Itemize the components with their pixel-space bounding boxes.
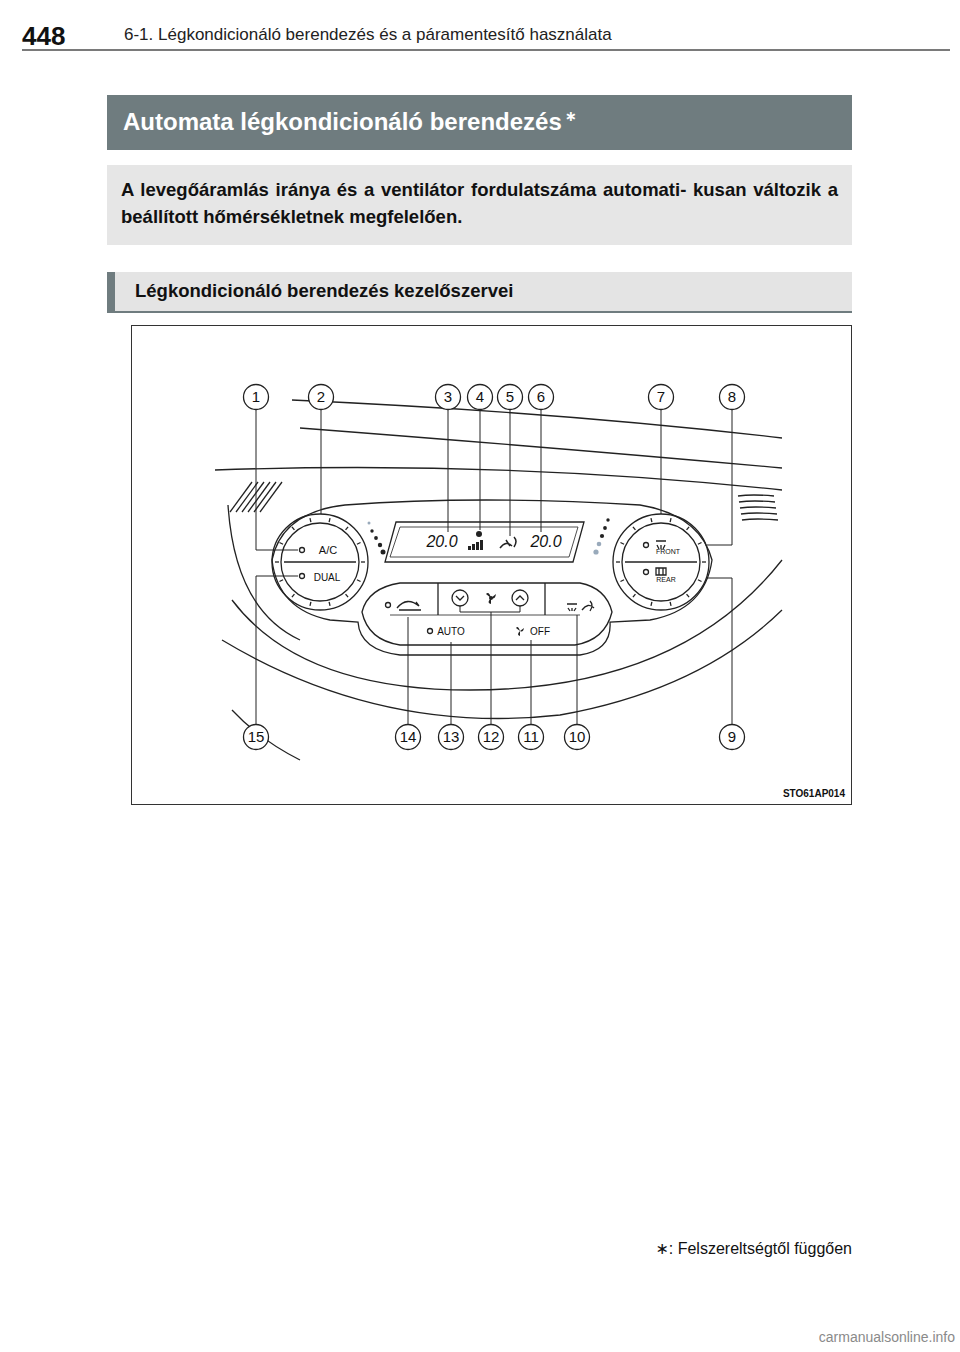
callout-number: 5 xyxy=(506,389,514,406)
button-label: DUAL xyxy=(314,572,341,583)
section-heading: Légkondicionáló berendezés kezelőszervei xyxy=(107,272,852,313)
display-reading: 20.0 xyxy=(426,533,457,551)
button-label: AUTO xyxy=(437,626,465,637)
title-band: Automata légkondicionáló berendezés∗ xyxy=(107,95,852,150)
node-text: Légkondicionáló berendezés kezelőszervei xyxy=(135,280,513,301)
footnote: ∗: Felszereltségtől függően xyxy=(655,1240,852,1258)
figure-frame xyxy=(132,326,852,805)
callout-circle xyxy=(649,385,674,410)
callout-number: 9 xyxy=(728,729,736,746)
dashboard-illustration xyxy=(215,385,782,761)
callout-number: 7 xyxy=(657,389,665,406)
button-label: FRONT xyxy=(656,548,680,556)
callout-number: 8 xyxy=(728,389,736,406)
callout-number: 4 xyxy=(476,389,484,406)
callout-circle xyxy=(436,385,461,410)
callout-circle xyxy=(396,725,421,750)
display-reading: 20.0 xyxy=(530,533,561,551)
button-label: REAR xyxy=(656,576,675,584)
intro-box: A levegőáramlás iránya és a ventilátor f… xyxy=(107,165,852,245)
callout-circle xyxy=(439,725,464,750)
figure-code: STO61AP014 xyxy=(783,788,845,799)
callout-circle xyxy=(720,385,745,410)
callout-circle xyxy=(244,725,269,750)
callout-number: 3 xyxy=(444,389,452,406)
callout-number: 1 xyxy=(252,389,260,406)
callout-number: 15 xyxy=(248,729,265,746)
callout-circle xyxy=(309,385,334,410)
callout-number: 6 xyxy=(537,389,545,406)
callout-circle xyxy=(720,725,745,750)
chapter-heading: 6-1. Légkondicionáló berendezés és a pár… xyxy=(124,26,612,45)
callout-number: 11 xyxy=(523,729,539,746)
callout-circle xyxy=(519,725,544,750)
button-label: A/C xyxy=(319,544,337,556)
page-number: 448 xyxy=(22,22,65,51)
callout-circle xyxy=(498,385,523,410)
callout-circle xyxy=(468,385,493,410)
footnote-mark: ∗ xyxy=(565,108,577,124)
node-text: A levegőáramlás iránya és a ventilátor f… xyxy=(121,179,838,227)
callout-circle xyxy=(565,725,590,750)
callout-number: 13 xyxy=(443,729,460,746)
callout-number: 2 xyxy=(317,389,325,406)
callout-number: 12 xyxy=(483,729,500,746)
callout-number: 10 xyxy=(569,729,586,746)
callout-circle xyxy=(244,385,269,410)
callout-circle xyxy=(529,385,554,410)
button-label: OFF xyxy=(530,626,550,637)
callout-circle xyxy=(479,725,504,750)
watermark: carmanualsonline.info xyxy=(819,1330,955,1345)
header-rule xyxy=(22,49,950,51)
node-text: Automata légkondicionáló berendezés xyxy=(123,108,562,135)
callout-number: 14 xyxy=(400,729,417,746)
